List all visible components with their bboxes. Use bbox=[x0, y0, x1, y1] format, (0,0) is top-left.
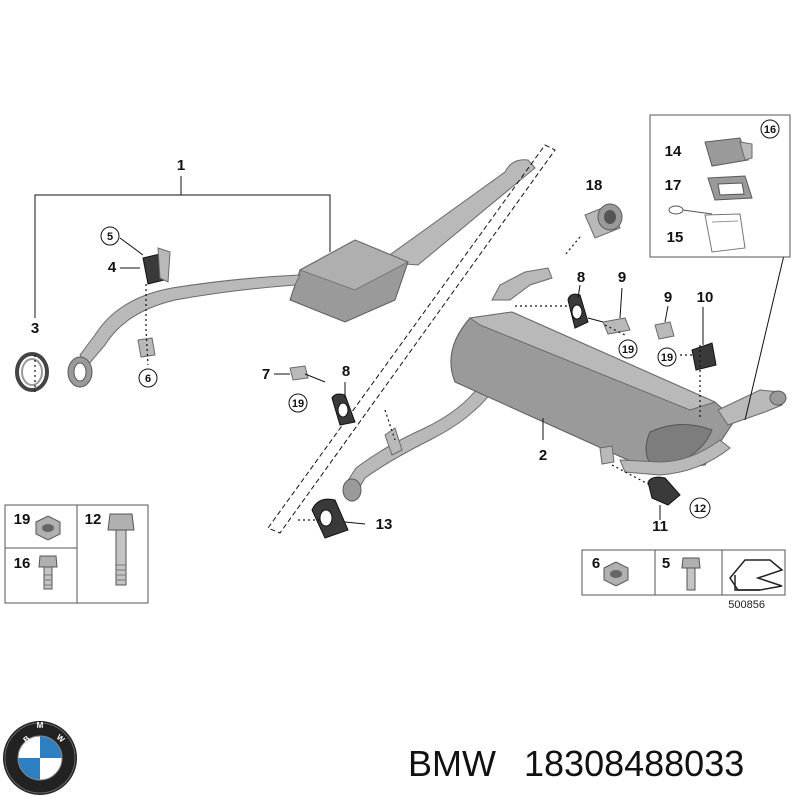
label-part-15: 15 bbox=[667, 229, 684, 246]
part-8-rubber-mount-middle bbox=[331, 393, 356, 426]
fastener-legend-left: 19 12 16 bbox=[4, 504, 149, 604]
callout-circle-12 bbox=[689, 497, 711, 519]
hanger-bracket bbox=[142, 247, 171, 285]
part-13-rubber-mount bbox=[311, 498, 349, 539]
svg-text:W: W bbox=[55, 733, 67, 745]
legend-label-16: 16 bbox=[14, 555, 31, 572]
callout-circle-19-mid bbox=[618, 339, 638, 359]
pipe-clamp bbox=[15, 352, 49, 392]
label-part-8-middle: 8 bbox=[342, 363, 350, 380]
rear-silencer bbox=[342, 267, 787, 502]
diagram-code: 500856 bbox=[728, 599, 765, 611]
label-part-19-right: 19 bbox=[661, 352, 673, 364]
part-7-bolt bbox=[289, 365, 326, 383]
callout-circle-6 bbox=[138, 368, 158, 388]
fastener-legend-right: 6 5 bbox=[581, 549, 786, 596]
label-part-5: 5 bbox=[107, 231, 113, 243]
part-9-bracket-upper bbox=[587, 317, 631, 335]
part-11-rubber-mount bbox=[647, 476, 681, 506]
hanger-rod bbox=[137, 337, 156, 358]
legend-label-6: 6 bbox=[592, 555, 600, 572]
label-part-4: 4 bbox=[108, 259, 117, 276]
front-exhaust-pipe bbox=[67, 159, 536, 388]
bolt-icon bbox=[681, 557, 701, 591]
part-15-cable-connector bbox=[668, 205, 746, 253]
label-part-19-mid: 19 bbox=[622, 344, 634, 356]
label-part-9-upper: 9 bbox=[618, 269, 626, 286]
label-part-12: 12 bbox=[694, 503, 706, 515]
legend-label-12: 12 bbox=[85, 511, 102, 528]
label-part-8-upper: 8 bbox=[577, 269, 585, 286]
label-part-14: 14 bbox=[665, 143, 682, 160]
direction-arrow-icon bbox=[729, 559, 784, 591]
label-part-19-left: 19 bbox=[292, 398, 304, 410]
part-9-bracket-right bbox=[654, 321, 675, 340]
callout-circle-19-left bbox=[288, 393, 308, 413]
part-17-bracket bbox=[707, 175, 753, 201]
legend-label-5: 5 bbox=[662, 555, 670, 572]
part-8-rubber-mount-upper bbox=[567, 293, 589, 329]
label-part-6: 6 bbox=[145, 373, 151, 385]
label-part-11: 11 bbox=[652, 518, 668, 535]
bmw-logo: B M W bbox=[3, 721, 77, 795]
label-part-13: 13 bbox=[376, 516, 393, 533]
callout-circle-19-right bbox=[657, 347, 677, 367]
legend-label-19: 19 bbox=[14, 511, 31, 528]
long-bolt-icon bbox=[107, 513, 135, 586]
part-10-rubber-mount bbox=[691, 342, 717, 371]
short-bolt-icon bbox=[38, 555, 58, 590]
label-part-3: 3 bbox=[31, 320, 39, 337]
callout-circle-16 bbox=[760, 119, 780, 139]
label-part-10: 10 bbox=[697, 289, 714, 306]
svg-text:B: B bbox=[22, 734, 32, 745]
svg-text:M: M bbox=[37, 721, 44, 730]
part-14-valve-actuator bbox=[704, 137, 753, 167]
label-part-1: 1 bbox=[177, 157, 185, 174]
silencer-bracket bbox=[384, 427, 615, 465]
brand-name: BMW bbox=[408, 743, 496, 784]
part-18-rubber-mount bbox=[584, 203, 623, 239]
label-part-16: 16 bbox=[764, 124, 776, 136]
label-part-2: 2 bbox=[539, 447, 547, 464]
label-part-9-right: 9 bbox=[664, 289, 672, 306]
callout-circle-5 bbox=[100, 226, 120, 246]
label-part-7: 7 bbox=[262, 366, 270, 383]
part-number: 18308488033 bbox=[524, 743, 744, 784]
label-part-17: 17 bbox=[665, 177, 682, 194]
label-part-18: 18 bbox=[586, 177, 603, 194]
